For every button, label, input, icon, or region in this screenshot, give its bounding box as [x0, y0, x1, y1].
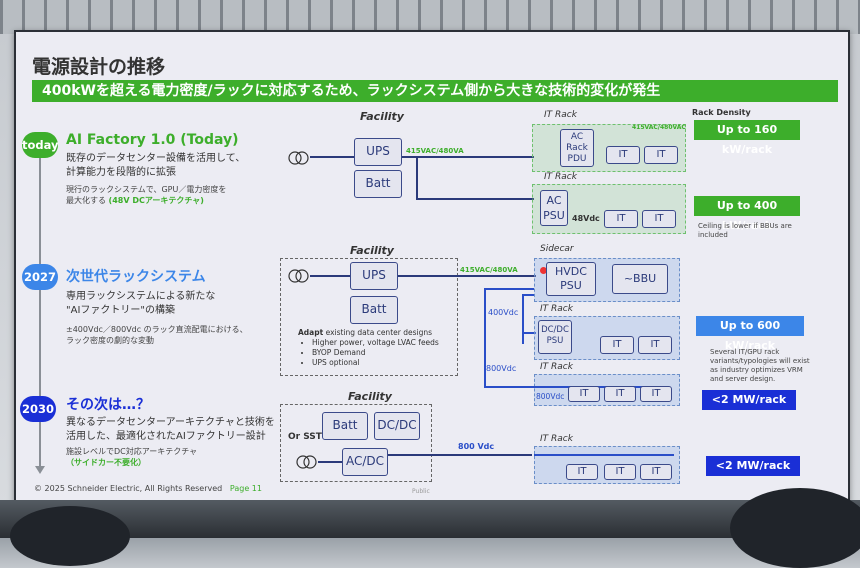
era-badge-2030: 2030 [20, 396, 56, 422]
voltage-label-415: 415VAC/480VA [406, 147, 464, 155]
transformer-icon-3 [296, 454, 318, 469]
dcdc-box: DC/DC [374, 412, 420, 440]
presentation-slide: 電源設計の推移 400kWを超える電力密度/ラックに対応するため、ラックシステム… [14, 30, 850, 502]
voltage-label-415-2: 415VAC/480VA [460, 266, 518, 274]
era-badge-2027: 2027 [22, 264, 58, 290]
it-rack-label-1: IT Rack [544, 110, 577, 120]
it-rack-label-2: IT Rack [544, 172, 577, 182]
it-rack-label-5: IT Rack [540, 434, 573, 444]
ups-box-2: UPS [350, 262, 398, 290]
era-badge-today: today [22, 132, 59, 158]
ac-psu-box: AC PSU [540, 190, 568, 226]
screen-bezel [0, 500, 860, 538]
voltage-label-800c: 800Vdc [536, 392, 565, 401]
ups-box-1: UPS [354, 138, 402, 166]
wire [310, 275, 350, 277]
it-box: IT [566, 464, 598, 480]
it-box: IT [644, 146, 678, 164]
it-box: IT [638, 336, 672, 354]
it-rack-label-4: IT Rack [540, 362, 573, 372]
footer-classification: Public [412, 488, 430, 495]
density-badge-160: Up to 160 kW/rack [694, 120, 800, 156]
era-sub-2030: 施設レベルでDC対応アーキテクチャ（サイドカー不要化） [66, 447, 198, 467]
wire [388, 454, 532, 456]
or-sst-label: Or SST [288, 432, 322, 442]
wire [318, 461, 342, 463]
era-title-2030: その次は…？ [66, 397, 150, 413]
headline-banner: 400kWを超える電力密度/ラックに対応するため、ラックシステム側から大きな技術… [32, 80, 838, 102]
transformer-icon-2 [288, 268, 310, 283]
wire [522, 294, 524, 344]
wire [310, 156, 354, 158]
it-box: IT [604, 386, 636, 402]
batt-box-3: Batt [322, 412, 368, 440]
wire [402, 156, 534, 158]
facility-label-1: Facility [360, 110, 404, 123]
wire [522, 332, 536, 334]
era-sub-2027: ±400Vdc／800Vdc のラック直流配電における、ラック密度の劇的な変動 [66, 325, 248, 345]
it-box: IT [642, 210, 676, 228]
acdc-box: AC/DC [342, 448, 388, 476]
bbu-note: Ceiling is lower if BBUs are included [698, 222, 792, 239]
wire [484, 288, 486, 388]
it-box: IT [568, 386, 600, 402]
facility-label-2: Facility [350, 244, 394, 257]
variants-note: Several IT/GPU rack variants/typologies … [710, 348, 810, 383]
adapt-notes: Adapt existing data center designs Highe… [298, 328, 450, 368]
batt-box-1: Batt [354, 170, 402, 198]
density-badge-400: Up to 400 kW/rack [694, 196, 800, 232]
voltage-label-800b: 800 Vdc [458, 442, 495, 451]
ac-rack-pdu-box: AC Rack PDU [560, 129, 594, 167]
density-badge-600: Up to 600 kW/rack [696, 316, 804, 352]
wire [484, 288, 534, 290]
page-title: 電源設計の推移 [32, 56, 166, 78]
it-box: IT [606, 146, 640, 164]
voltage-label-400: 400Vdc [488, 308, 519, 317]
sidecar-label: Sidecar [540, 244, 574, 254]
facility-label-3: Facility [348, 390, 392, 403]
it-box: IT [640, 464, 672, 480]
dcdc-psu-box: DC/DC PSU [538, 320, 572, 354]
it-box: IT [604, 210, 638, 228]
it-box: IT [604, 464, 636, 480]
density-badge-2mw-1: <2 MW/rack [702, 390, 796, 410]
rack-density-header: Rack Density [692, 108, 751, 117]
warning-dot-icon [540, 267, 547, 274]
it-box: IT [640, 386, 672, 402]
facility-frame-3 [280, 404, 432, 482]
window-blinds [0, 0, 860, 34]
footer-copyright: © 2025 Schneider Electric, All Rights Re… [34, 484, 262, 493]
it-rack-label-3: IT Rack [540, 304, 573, 314]
era-title-today: AI Factory 1.0 (Today) [66, 132, 239, 148]
it-box: IT [600, 336, 634, 354]
era-title-2027: 次世代ラックシステム [66, 269, 206, 285]
voltage-label-415b: 415VAC/480VAC [632, 124, 686, 131]
audience-head [730, 488, 860, 568]
era-desc-2030: 異なるデータセンターアーキテクチャと技術を活用した、最適化されたAIファクトリー… [66, 417, 275, 442]
timeline-arrow-icon [35, 466, 45, 474]
wire [398, 275, 536, 277]
density-badge-2mw-2: <2 MW/rack [706, 456, 800, 476]
facility-frame-2 [280, 258, 458, 376]
era-desc-today: 既存のデータセンター設備を活用して、計算能力を段階的に拡張 [66, 153, 246, 178]
voltage-label-800: 800Vdc [486, 364, 517, 373]
bbu-box: ~BBU [612, 264, 668, 294]
wire [534, 454, 674, 456]
hvdc-psu-box: HVDC PSU [546, 262, 596, 296]
wire [522, 294, 534, 296]
voltage-label-48: 48Vdc [572, 214, 600, 223]
audience-head [10, 506, 130, 566]
wire [416, 156, 418, 198]
era-desc-2027: 専用ラックシステムによる新たな"AIファクトリー"の構築 [66, 291, 216, 316]
transformer-icon-1 [288, 150, 310, 165]
batt-box-2: Batt [350, 296, 398, 324]
timeline-line [39, 144, 41, 470]
era-sub-today: 現行のラックシステムで、GPU／電力密度を 最大化する (48V DCアーキテク… [66, 185, 227, 205]
wire [416, 198, 534, 200]
